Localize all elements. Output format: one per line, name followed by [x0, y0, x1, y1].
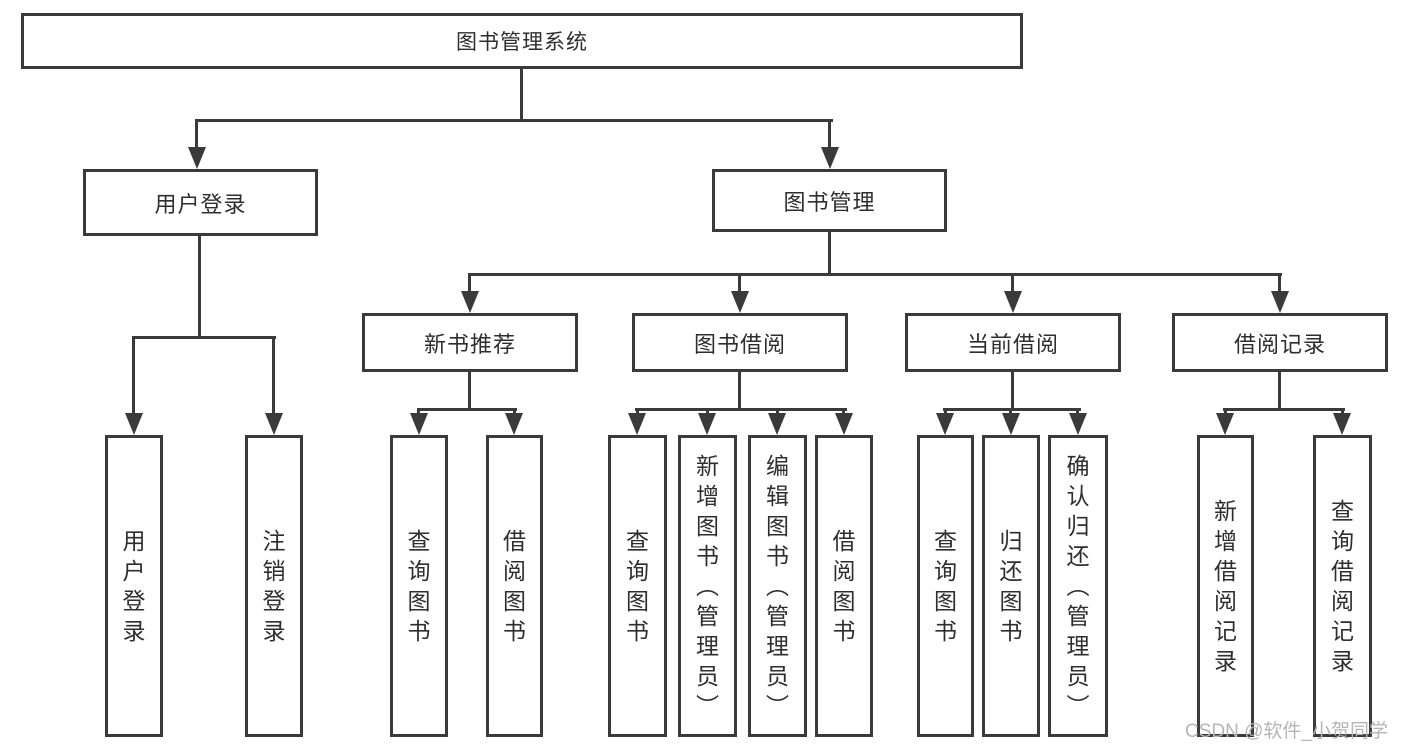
arrow-down-icon — [731, 291, 749, 313]
arrow-down-icon — [410, 413, 428, 435]
node-book-borrowing: 图书借阅 — [632, 313, 848, 372]
connector-line — [195, 119, 198, 150]
leaf-return-books: 归还图书 — [982, 435, 1040, 737]
arrow-down-icon — [125, 413, 143, 435]
connector-line — [417, 408, 517, 411]
arrow-down-icon — [936, 413, 954, 435]
node-new-book-recommendation: 新书推荐 — [362, 313, 578, 372]
leaf-query-borrow-record: 查询借阅记录 — [1313, 435, 1372, 737]
leaf-confirm-return-admin: 确认归还︵管理员︶ — [1048, 435, 1108, 737]
leaf-query-books-2: 查询图书 — [608, 435, 667, 737]
connector-line — [1009, 408, 1012, 416]
connector-line — [198, 236, 201, 339]
connector-line — [195, 119, 833, 122]
connector-line — [738, 372, 741, 411]
connector-line — [944, 408, 947, 416]
arrow-down-icon — [1216, 413, 1234, 435]
leaf-user-login: 用户登录 — [105, 435, 163, 737]
connector-line — [738, 273, 741, 293]
arrow-down-icon — [1271, 291, 1289, 313]
leaf-borrow-books-2: 借阅图书 — [815, 435, 873, 737]
leaf-query-books-3: 查询图书 — [917, 435, 974, 737]
node-borrowing-records: 借阅记录 — [1172, 313, 1388, 372]
connector-line — [1341, 408, 1344, 416]
connector-line — [132, 336, 276, 339]
watermark-text: CSDN @软件_小贺同学 — [1185, 721, 1388, 742]
connector-line — [1224, 408, 1227, 416]
connector-line — [1223, 408, 1345, 411]
leaf-logout: 注销登录 — [245, 435, 303, 737]
connector-line — [828, 232, 831, 276]
node-current-borrowing: 当前借阅 — [905, 313, 1121, 372]
arrow-down-icon — [1004, 291, 1022, 313]
leaf-query-books: 查询图书 — [390, 435, 448, 737]
arrow-down-icon — [265, 413, 283, 435]
connector-line — [520, 69, 523, 122]
connector-line — [468, 273, 471, 293]
connector-line — [636, 408, 639, 416]
leaf-edit-book-admin: 编辑图书︵管理员︶ — [748, 435, 807, 737]
connector-line — [1076, 408, 1079, 416]
connector-line — [272, 336, 275, 416]
connector-line — [943, 408, 1081, 411]
connector-line — [1278, 273, 1281, 293]
node-root: 图书管理系统 — [21, 13, 1023, 69]
arrow-down-icon — [821, 147, 839, 169]
connector-line — [417, 408, 420, 416]
arrow-down-icon — [505, 413, 523, 435]
arrow-down-icon — [1333, 413, 1351, 435]
connector-line — [468, 273, 1282, 276]
connector-line — [828, 119, 831, 150]
connector-line — [776, 408, 779, 416]
arrow-down-icon — [768, 413, 786, 435]
node-book-management: 图书管理 — [712, 169, 947, 232]
connector-line — [1011, 273, 1014, 293]
node-user-login: 用户登录 — [83, 169, 318, 236]
arrow-down-icon — [698, 413, 716, 435]
connector-line — [468, 372, 471, 411]
connector-line — [1278, 372, 1281, 411]
arrow-down-icon — [1069, 413, 1087, 435]
connector-line — [1011, 372, 1014, 411]
arrow-down-icon — [188, 147, 206, 169]
leaf-add-book-admin: 新增图书︵管理员︶ — [678, 435, 737, 737]
connector-line — [635, 408, 847, 411]
arrow-down-icon — [1002, 413, 1020, 435]
connector-line — [132, 336, 135, 416]
connector-line — [706, 408, 709, 416]
arrow-down-icon — [835, 413, 853, 435]
arrow-down-icon — [461, 291, 479, 313]
connector-line — [842, 408, 845, 416]
leaf-add-borrow-record: 新增借阅记录 — [1197, 435, 1254, 737]
leaf-borrow-books: 借阅图书 — [486, 435, 543, 737]
arrow-down-icon — [628, 413, 646, 435]
connector-line — [513, 408, 516, 416]
